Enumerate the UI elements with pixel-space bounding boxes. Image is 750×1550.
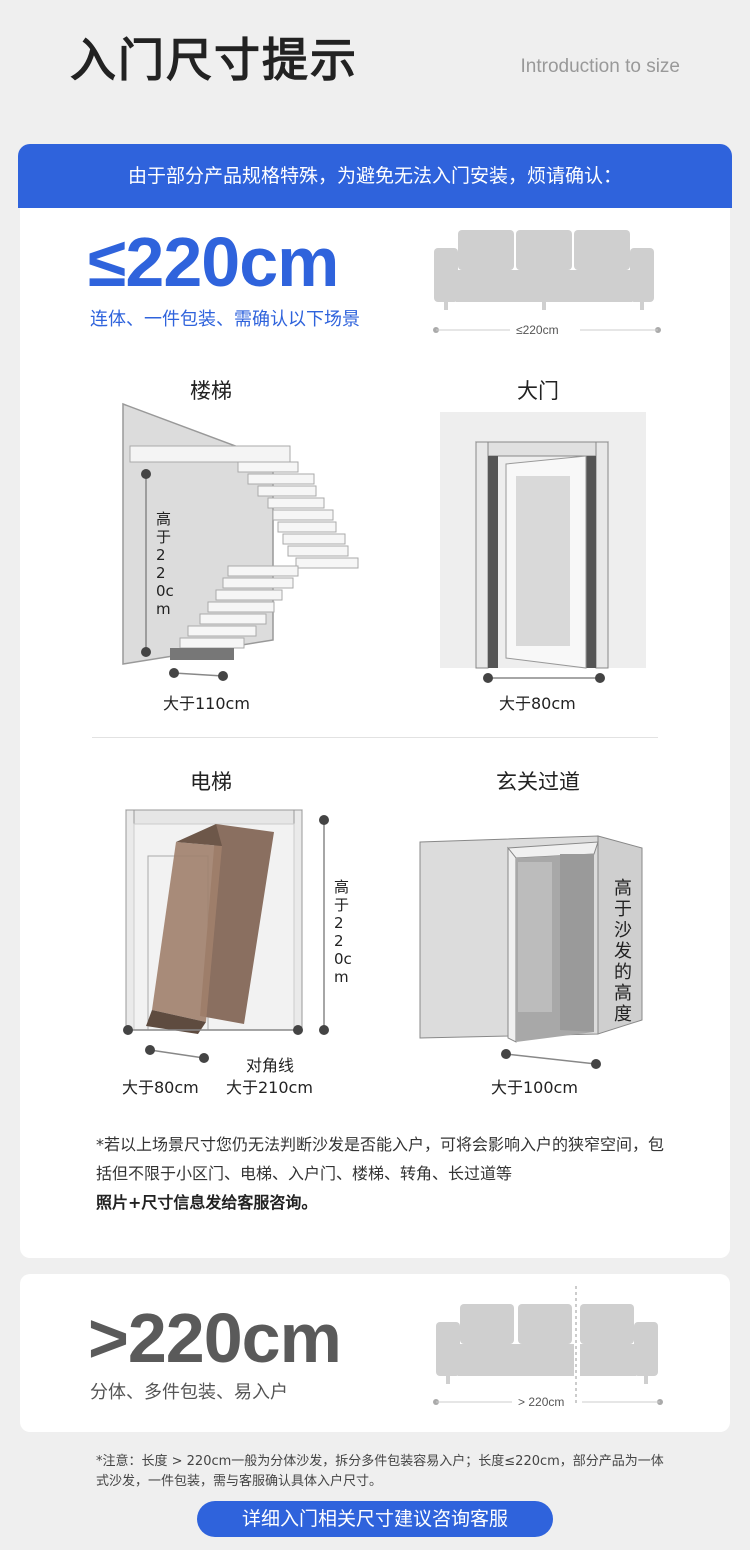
elevator-diagonal-label: 大于210cm [226,1078,313,1097]
footer-note: *注意：长度 > 220cm一般为分体沙发，拆分多件包装容易入户；长度≤220c… [96,1454,664,1489]
door-title: 大门 [517,379,559,403]
elevator-illustration [123,809,329,1063]
hallway-illustration [419,835,643,1069]
elevator-title: 电梯 [190,770,232,794]
section-divider [92,737,658,738]
hallway-title: 玄关过道 [496,770,580,794]
stairs-height-label: 高于220cm [156,510,174,618]
page-title: 入门尺寸提示 [70,33,358,87]
hallway-width-label: 大于100cm [491,1078,578,1097]
large-sofa-dim: > 220cm [518,1395,565,1409]
notice-banner: 由于部分产品规格特殊，为避免无法入门安装，烦请确认： [18,144,732,208]
elevator-height-label: 高于220cm [334,878,352,986]
contact-service-button[interactable]: 详细入门相关尺寸建议咨询客服 [197,1501,553,1537]
door-width-label: 大于80cm [499,694,576,713]
advice-note-bold: 照片+尺寸信息发给客服咨询。 [96,1193,318,1212]
large-size-heading: >220cm [88,1299,342,1377]
elevator-diagonal-caption: 对角线 [246,1056,295,1075]
stairs-title: 楼梯 [190,379,232,403]
small-sofa-card [20,208,730,1258]
elevator-width-label: 大于80cm [122,1078,199,1097]
hallway-height-label: 高于沙发的高度 [614,878,632,1025]
advice-note-text: *若以上场景尺寸您仍无法判断沙发是否能入户，可将会影响入户的狭窄空间，包括但不限… [96,1135,665,1183]
small-sofa-dim: ≤220cm [516,323,559,337]
one-piece-sofa-icon [433,230,661,333]
sectional-sofa-icon [433,1286,663,1405]
stairs-illustration [122,402,359,681]
door-illustration [440,412,646,683]
advice-note: *若以上场景尺寸您仍无法判断沙发是否能入户，可将会影响入户的狭窄空间，包括但不限… [96,1130,666,1217]
stairs-width-label: 大于110cm [163,694,250,713]
small-size-desc: 连体、一件包装、需确认以下场景 [90,309,360,330]
page-subtitle: Introduction to size [520,56,680,77]
large-size-desc: 分体、多件包装、易入户 [90,1382,288,1403]
small-size-heading: ≤220cm [88,223,339,301]
